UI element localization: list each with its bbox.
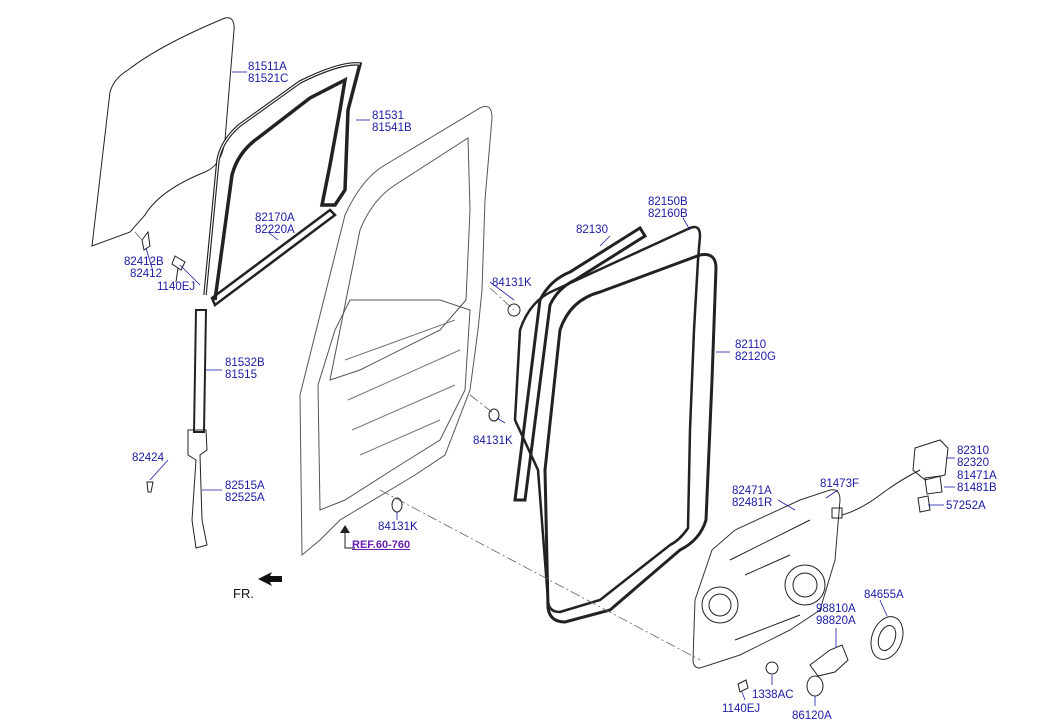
screw xyxy=(146,481,154,493)
channel xyxy=(210,208,337,307)
door-inner-panel xyxy=(299,105,493,557)
label-81481b: 81481B xyxy=(957,482,997,494)
plug-top xyxy=(507,303,521,317)
striker xyxy=(917,495,931,513)
cable xyxy=(841,469,921,516)
outer-strip xyxy=(513,225,648,502)
label-82220a: 82220A xyxy=(255,224,295,236)
label-82320: 82320 xyxy=(957,457,989,469)
module-panel xyxy=(692,489,841,669)
label-82424: 82424 xyxy=(132,452,164,464)
label-81532b: 81532B xyxy=(225,357,265,369)
label-82515a: 82515A xyxy=(225,480,265,492)
label-82412: 82412 xyxy=(130,268,162,280)
front-arrow xyxy=(258,572,282,586)
label-98820a: 98820A xyxy=(816,615,856,627)
bolt-bottom xyxy=(737,679,749,693)
label-82120g: 82120G xyxy=(735,351,776,363)
label-82525a: 82525A xyxy=(225,492,265,504)
window-motor xyxy=(809,644,849,677)
plug-bottom xyxy=(391,497,403,513)
label-1140ej-bottom: 1140EJ xyxy=(722,703,761,715)
label-82150b: 82150B xyxy=(648,196,688,208)
door-seal-inner xyxy=(543,253,718,624)
door-glass xyxy=(91,17,235,247)
label-81515: 81515 xyxy=(225,369,257,381)
label-81541b: 81541B xyxy=(372,122,412,134)
label-82481r: 82481R xyxy=(732,497,773,509)
grommet xyxy=(765,661,779,675)
label-81531: 81531 xyxy=(372,110,404,122)
bolt-top xyxy=(171,255,186,283)
label-1140ej-top: 1140EJ xyxy=(157,281,196,293)
latch-cover xyxy=(924,475,943,495)
label-81473f: 81473F xyxy=(820,478,860,490)
label-86120a: 86120A xyxy=(792,710,832,722)
latch xyxy=(912,439,949,481)
label-81511a: 81511A xyxy=(248,61,287,73)
label-84655a: 84655A xyxy=(864,589,904,601)
label-82310: 82310 xyxy=(957,445,989,457)
label-82130: 82130 xyxy=(576,224,608,236)
label-82110: 82110 xyxy=(735,339,767,351)
label-82160b: 82160B xyxy=(648,208,688,220)
label-81521c: 81521C xyxy=(248,73,289,85)
label-57252a: 57252A xyxy=(946,500,986,512)
label-84131k-mid: 84131K xyxy=(473,435,513,447)
label-84131k-top: 84131K xyxy=(492,277,532,289)
glass-run-lower xyxy=(192,309,208,433)
ref-link[interactable]: REF.60-760 xyxy=(352,539,411,551)
label-1338ac: 1338AC xyxy=(752,689,794,701)
label-82170a: 82170A xyxy=(255,212,295,224)
sash-rail xyxy=(187,429,208,549)
label-98810a: 98810A xyxy=(816,603,856,615)
speaker xyxy=(870,616,904,660)
label-81471a: 81471A xyxy=(957,470,997,482)
cable-end xyxy=(831,507,843,519)
label-84131k-bottom: 84131K xyxy=(378,521,418,533)
door-seal-outer xyxy=(513,225,702,614)
clip xyxy=(141,230,151,251)
label-82412b: 82412B xyxy=(124,256,164,268)
plug-mid xyxy=(488,408,500,422)
front-label: FR. xyxy=(233,586,254,601)
cap xyxy=(806,675,824,697)
label-82471a: 82471A xyxy=(732,485,772,497)
